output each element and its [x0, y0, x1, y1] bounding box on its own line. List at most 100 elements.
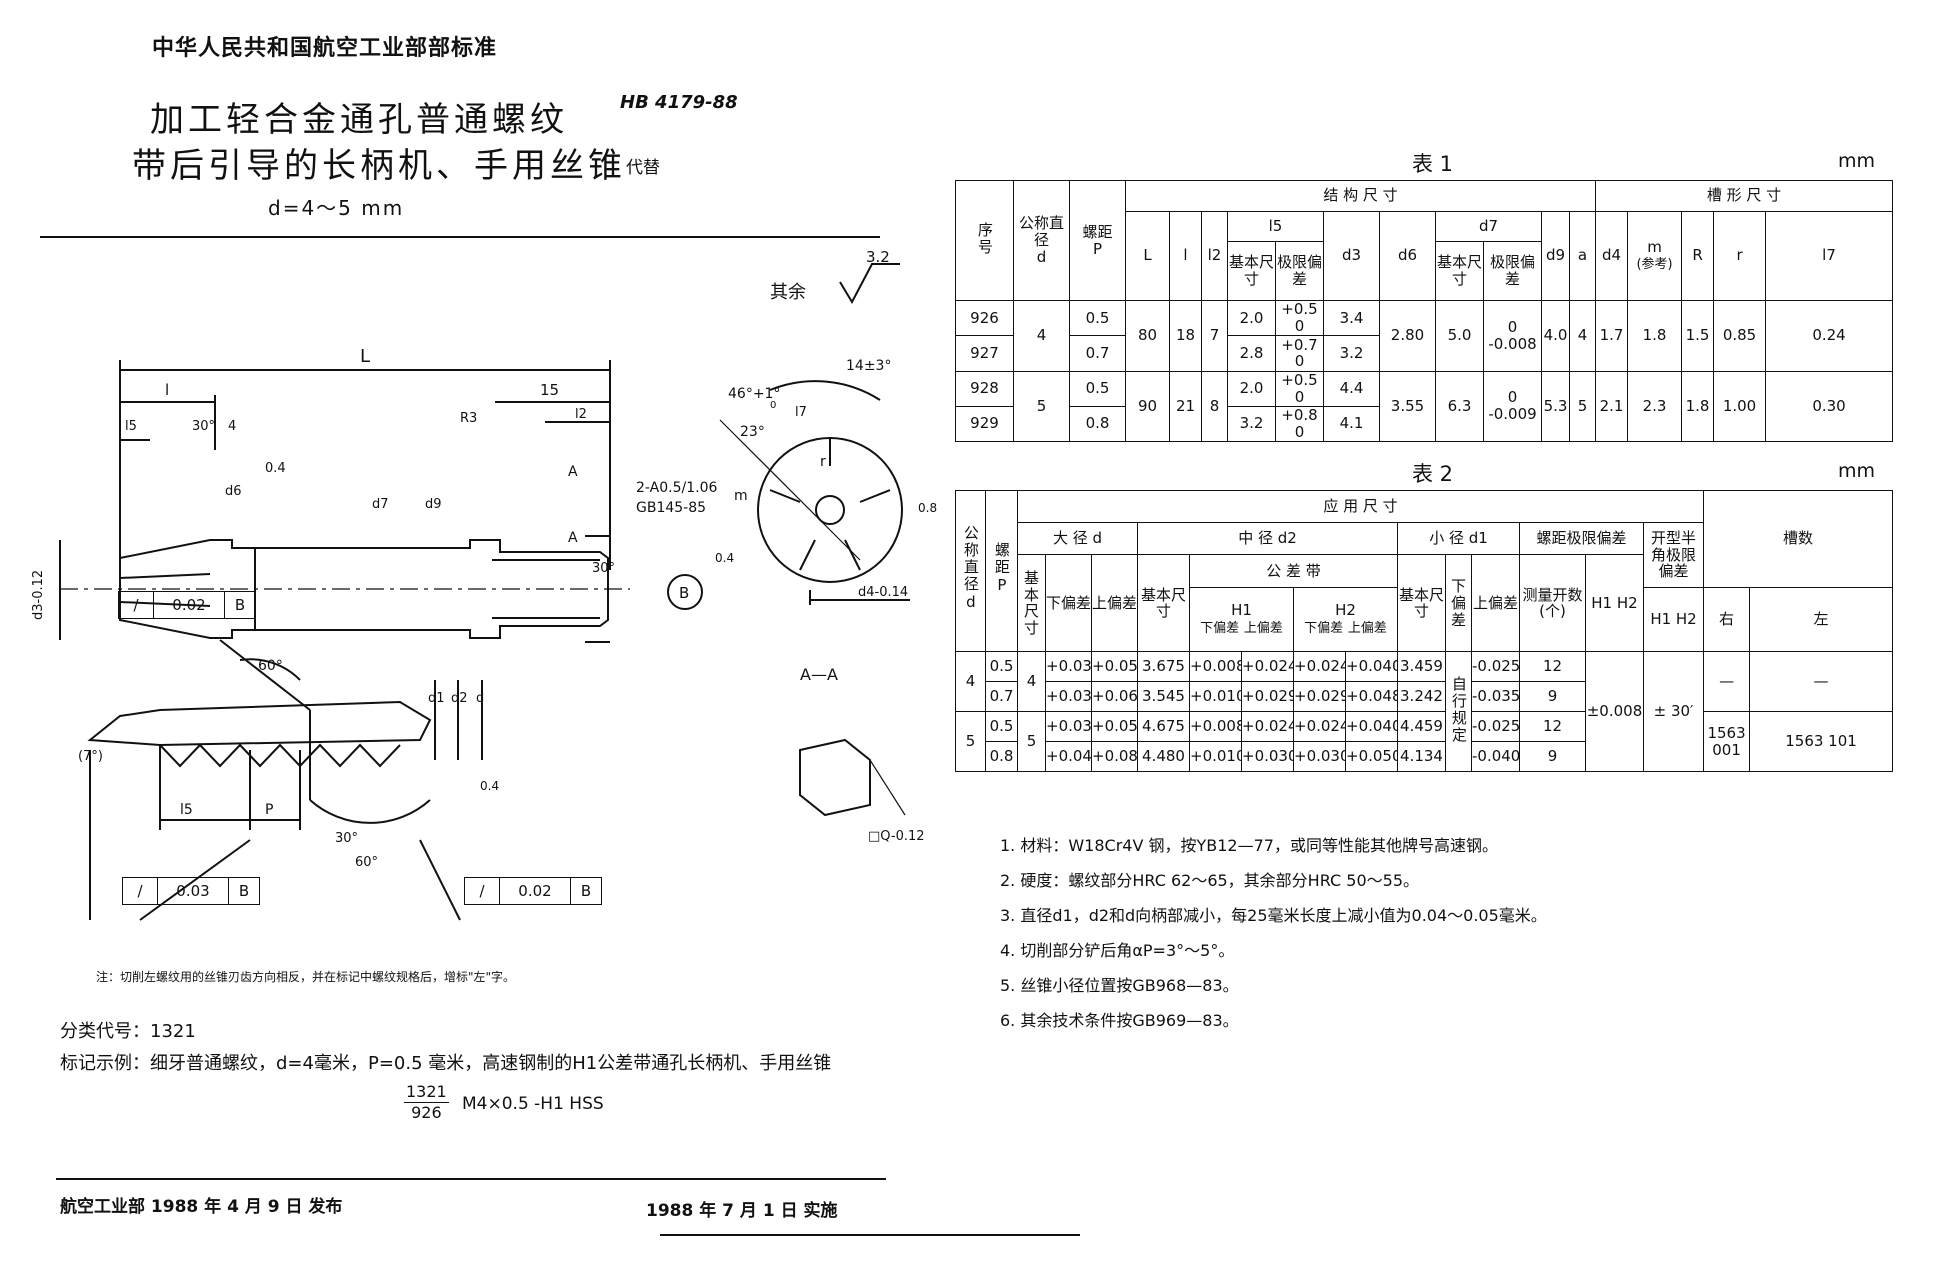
table-cell: 21 [1169, 370, 1202, 442]
note-4: 4. 切削部分铲后角αP=3°～5°。 [1000, 941, 1235, 960]
table-cell: +0.7 0 [1275, 335, 1324, 372]
t2-header-pitch: 螺距P [992, 542, 1011, 597]
table-cell: 1.5 [1681, 300, 1715, 372]
table-cell: +0.024 [1241, 711, 1294, 742]
classification-code: 分类代号：1321 [60, 1021, 196, 1042]
issuing-organization: 中华人民共和国航空工业部部标准 [152, 36, 498, 61]
effective-date: 1988 年 7 月 1 日 实施 [646, 1201, 838, 1221]
table-row: 5 0.5 5 +0.032 +0.056 4.675 +0.008 +0.02… [955, 711, 1893, 772]
t2-self-defined: 自行规定 [1449, 675, 1468, 744]
table-cell: 1563 101 [1749, 711, 1893, 772]
table-cell: -0.025 [1471, 651, 1520, 683]
dim-d9: d9 [425, 497, 442, 512]
table-cell: ± 30′ [1642, 651, 1705, 772]
table2-unit: mm [1838, 460, 1876, 482]
table-cell: -0.035 [1471, 681, 1520, 713]
table-cell: 12 [1519, 711, 1586, 742]
t2-header-pitchdia: 中 径 d2 [1137, 522, 1398, 556]
footer-rule-2 [660, 1234, 1080, 1236]
table-cell: -0.025 [1471, 711, 1520, 742]
table-cell: +0.032 [1045, 711, 1092, 742]
table-cell: 2.0 [1227, 300, 1276, 337]
table-cell: +0.010 [1189, 741, 1242, 772]
table-cell: 0.5 [985, 711, 1018, 742]
table-cell: +0.048 [1345, 681, 1398, 713]
t2-header-nominal: 公称直径d [961, 525, 980, 614]
table-cell: 8 [1201, 370, 1228, 442]
dim-d2: d2 [451, 691, 468, 706]
table-cell: 9 [1519, 741, 1586, 772]
table-cell: 2.1 [1595, 370, 1629, 442]
table-cell: +0.024 [1241, 651, 1294, 683]
table-cell: 927 [955, 335, 1014, 372]
table-cell: 0.30 [1765, 370, 1893, 442]
dim-30deg-end: 30° [592, 561, 615, 576]
table-cell: 928 [955, 370, 1014, 407]
tap-body-outline [119, 539, 609, 639]
dim-p: P [265, 802, 273, 818]
table-cell: 7 [1201, 300, 1228, 372]
table-row: 0.7 +0.038 +0.067 3.545 +0.010 +0.029 +0… [956, 681, 1893, 713]
dim-d1: d1 [428, 691, 445, 706]
standard-code: HB 4179-88 [620, 92, 738, 113]
table-cell: 0.8 [985, 741, 1018, 772]
table-cell: 0.02 [499, 877, 571, 905]
table-cell: 0 -0.008 [1483, 300, 1542, 372]
table-cell: 0.03 [157, 877, 229, 905]
dim-r: r [820, 454, 826, 470]
t1-header-l2: l2 [1201, 210, 1228, 302]
table-cell: ±0.008 [1585, 651, 1644, 772]
t2-header-maj-upper: 上偏差 [1091, 554, 1138, 653]
t2-header-right: 右 [1703, 586, 1751, 653]
t2-header-measure: 测量开数(个) [1519, 554, 1586, 653]
dim-d3: d3-0.12 [31, 570, 46, 620]
table-cell: 3.545 [1137, 681, 1190, 713]
t1-header-l5: l5 [1227, 210, 1324, 243]
table-row: 928 5 0.5 90 21 8 2.0 +0.5 0 4.4 3.55 6.… [955, 370, 1893, 442]
t1-header-d7: d7 [1435, 210, 1542, 243]
replaces-label: 代替 [626, 158, 660, 178]
table-cell: 929 [955, 405, 1014, 443]
table-cell: +0.067 [1091, 681, 1138, 713]
table-cell: +0.056 [1091, 651, 1138, 683]
table-cell: 3.2 [1323, 335, 1380, 372]
table-cell: 0.5 [985, 651, 1018, 683]
table-cell: 2.0 [1227, 370, 1276, 407]
t2-header-mn-upper: 上偏差 [1471, 554, 1520, 653]
table-row: 927 0.7 2.8 +0.7 0 3.2 [955, 335, 1893, 372]
table-cell: B [228, 877, 260, 905]
t1-header-d7-dev: 极限偏差 [1483, 241, 1542, 302]
table-cell: +0.008 [1189, 711, 1242, 742]
table-cell: 5 [955, 711, 986, 772]
t1-header-d4: d4 [1595, 210, 1629, 302]
t1-header-groove: 槽 形 尺 寸 [1595, 180, 1893, 212]
table-cell: 18 [1169, 300, 1202, 372]
table-cell: 0.7 [985, 681, 1018, 713]
t2-header-mn-basic: 基本尺寸 [1397, 554, 1446, 653]
table-cell: 4.1 [1323, 405, 1380, 443]
table-cell: B [570, 877, 602, 905]
table-cell: 公称直径d [955, 489, 986, 653]
t1-header-structure: 结 构 尺 寸 [1124, 180, 1597, 212]
t2-header-major: 大 径 d [1017, 522, 1138, 556]
t2-header-app: 应 用 尺 寸 [1016, 489, 1705, 524]
classification-block: 分类代号：1321 标记示例：细牙普通螺纹，d=4毫米，P=0.5 毫米，高速钢… [60, 1016, 831, 1080]
dim-l5-thread: l5 [180, 802, 193, 818]
t1-header-seq: 序号 [975, 221, 994, 256]
table-cell: +0.029 [1293, 681, 1346, 713]
t1-header-d9: d9 [1541, 210, 1570, 302]
table-cell: 0 -0.009 [1483, 370, 1542, 442]
header-rule [40, 236, 880, 238]
table-cell: +0.038 [1045, 681, 1092, 713]
surface-roughness-icon [839, 263, 900, 305]
dim-angle-23: 23° [740, 424, 765, 440]
table-cell: 0.8 [1069, 405, 1126, 443]
table-cell: 4.675 [1137, 711, 1190, 742]
title-line-2: 带后引导的长柄机、手用丝锥 [132, 146, 626, 186]
dim-angle-46: 46°+1° [728, 386, 780, 402]
dim-l2: l2 [575, 407, 587, 422]
table-row: 0.8 +0.040 +0.080 4.480 +0.010 +0.030 +0… [956, 741, 1893, 772]
